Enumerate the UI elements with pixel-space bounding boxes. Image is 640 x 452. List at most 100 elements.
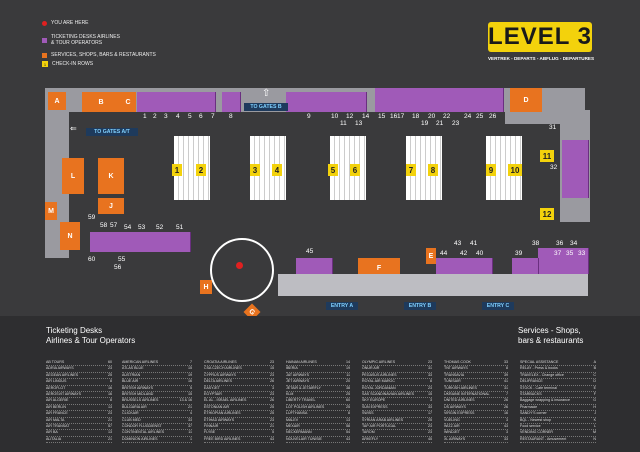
airline-row-value: 20: [346, 379, 350, 384]
arrow-up-icon: ⇧: [262, 88, 271, 99]
desk-13: 13: [355, 120, 363, 127]
ticket-desks-45: [296, 258, 333, 274]
airline-row-name: ONUR AIR: [362, 366, 380, 371]
service-row-name: RESTAURANT - Amusement: [520, 436, 567, 441]
airline-row-name: MEXAIR: [286, 424, 300, 429]
airline-row-value: 14: [346, 360, 350, 364]
airline-row-value: 19: [346, 366, 350, 371]
airline-row-value: 33: [428, 404, 432, 409]
desk-17: 17: [397, 113, 405, 120]
airline-row-value: 41: [504, 379, 508, 384]
service-row-name: RELAY - Press & books: [520, 366, 558, 371]
service-n: N: [60, 222, 80, 250]
airline-row-name: EASYJET: [204, 385, 220, 390]
airline-row-name: LOT POLISH AIRLINES: [286, 404, 325, 409]
service-row-name: Food service: [520, 424, 541, 429]
airline-row-value: 8: [348, 411, 350, 416]
desk-15: 15: [378, 113, 386, 120]
airline-row-value: 4: [190, 411, 192, 416]
desk-10: 10: [331, 113, 339, 120]
airline-row-value: 45: [428, 436, 432, 441]
service-m: M: [45, 202, 57, 220]
airline-row-name: UNITED AIRLINES: [444, 398, 475, 403]
desk-3: 3: [164, 113, 168, 120]
airline-row-value: 37: [188, 424, 192, 429]
desk-40: 40: [476, 250, 484, 257]
service-row-value: K: [593, 417, 596, 422]
airline-row-value: 21: [108, 417, 112, 422]
airline-row-value: 15: [428, 392, 432, 397]
airline-row-name: LUFTHANSA: [286, 411, 308, 416]
desk-19: 19: [421, 120, 429, 127]
to-gates-b[interactable]: TO GATES B: [244, 103, 288, 111]
airline-row-name: TAP AIR PORTUGAL: [362, 424, 397, 429]
checkin-row-6: 6: [350, 164, 360, 176]
airline-row-name: VUELING: [444, 417, 460, 422]
airline-row-name: AIR FRANCE: [46, 411, 68, 416]
desk-7: 7: [211, 113, 215, 120]
entry-a[interactable]: ENTRY A: [326, 302, 358, 310]
desk-1: 1: [143, 113, 147, 120]
airline-row-value: 25: [346, 404, 350, 409]
services-heading: Services - Shops, bars & restaurants: [518, 326, 584, 345]
arrow-left-icon: ⇐: [70, 124, 77, 133]
desk-4: 4: [176, 113, 180, 120]
service-row-name: DELIFRANCE: [520, 379, 543, 384]
service-row-name: Pharmacie: [520, 404, 538, 409]
airline-row-value: 33: [428, 372, 432, 377]
airline-row-value: 25: [428, 417, 432, 422]
airline-row-value: 19: [188, 372, 192, 377]
airline-row-name: CSA CZECH AIRLINES: [204, 366, 242, 371]
entry-c[interactable]: ENTRY C: [482, 302, 514, 310]
to-gates-b-label: TO GATES B: [250, 104, 282, 110]
legend-services-label: SERVICES, SHOPS, BARS & RESTAURANTS: [51, 52, 156, 58]
entry-b[interactable]: ENTRY B: [404, 302, 436, 310]
desk-39: 39: [515, 250, 523, 257]
airline-row-name: CONDOR FLUGDIENST: [122, 424, 162, 429]
airline-row-name: ETIHAD AIRWAYS: [204, 417, 235, 422]
airline-row-value: 8: [430, 379, 432, 384]
ticket-desks-51-54: [90, 232, 191, 252]
desk-42: 42: [460, 250, 468, 257]
desk-14: 14: [362, 113, 370, 120]
airline-row-name: AMERICAN AIRLINES: [122, 360, 159, 364]
airline-row-value: 8: [506, 366, 508, 371]
airline-row-name: JAT AIRWAYS: [286, 372, 309, 377]
airline-row-value: 31: [504, 385, 508, 390]
checkin-swatch: 1: [42, 61, 48, 67]
airline-row-value: 7: [506, 392, 508, 397]
legend-ticketing: TICKETING DESKS AIRLINES& TOUR OPERATORS: [42, 34, 120, 46]
desk-9: 9: [307, 113, 311, 120]
desk-38: 38: [532, 240, 540, 247]
airline-row-name: FLYBE: [204, 430, 216, 435]
legend-services: SERVICES, SHOPS, BARS & RESTAURANTS: [42, 52, 156, 58]
airline-row-name: TUNISAIR: [444, 379, 461, 384]
airline-row-name: FINNAIR: [204, 424, 219, 429]
desk-20: 20: [428, 113, 436, 120]
to-gates-a-t[interactable]: TO GATES A/T: [86, 128, 138, 136]
airline-row-name: THOMAS COOK: [444, 360, 471, 364]
airline-row-value: 3: [272, 385, 274, 390]
desk-32: 32: [550, 164, 558, 171]
airline-row-name: SUN EXPRESS: [362, 404, 388, 409]
desk-45: 45: [306, 248, 314, 255]
airline-row-name: LIBERTY TRAVEL: [286, 398, 316, 403]
